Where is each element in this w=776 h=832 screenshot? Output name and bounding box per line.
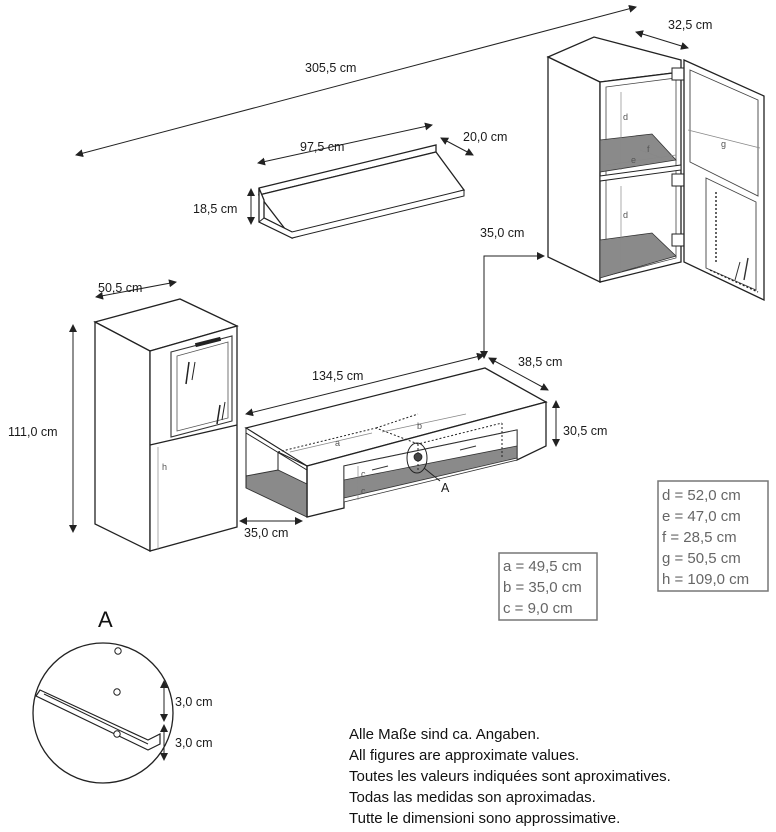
legend-h: h = 109,0 cm [662, 571, 749, 588]
legend-abc: a = 49,5 cm b = 35,0 cm c = 9,0 cm [498, 552, 598, 621]
wall-unit-depth-label: 32,5 cm [668, 18, 712, 32]
note-de: Alle Maße sind ca. Angaben. [349, 726, 540, 743]
highboard-width-label: 50,5 cm [98, 281, 142, 295]
label-f: f [647, 144, 650, 154]
detail-title: A [98, 607, 113, 632]
legend-f: f = 28,5 cm [662, 529, 737, 546]
note-es: Todas las medidas son aproximadas. [349, 789, 596, 806]
detail-dim-2: 3,0 cm [175, 736, 213, 750]
tv-depth-label: 38,5 cm [518, 355, 562, 369]
label-c-lower: c [361, 486, 366, 496]
legend-c: c = 9,0 cm [503, 600, 573, 617]
detail-dim-1: 3,0 cm [175, 695, 213, 709]
highboard-gap-label: 35,0 cm [244, 526, 288, 540]
legend-b: b = 35,0 cm [503, 579, 582, 596]
label-g: g [721, 139, 726, 149]
note-en: All figures are approximate values. [349, 747, 579, 764]
wall-unit-offset-label: 35,0 cm [480, 226, 524, 240]
detail-a: A 3,0 cm 3,0 cm [32, 607, 213, 784]
tv-lowboard: a b c c A 134,5 cm 38,5 cm 30,5 cm [244, 352, 607, 518]
overall-width-dimension: 305,5 cm [75, 4, 637, 158]
label-c-upper: c [361, 469, 366, 479]
label-b: b [417, 421, 422, 431]
highboard-height-label: 111,0 cm [8, 425, 58, 439]
legend-dh: d = 52,0 cm e = 47,0 cm f = 28,5 cm g = … [657, 480, 769, 592]
label-h: h [162, 462, 167, 472]
note-fr: Toutes les valeurs indiquées sont aproxi… [349, 768, 671, 785]
label-d-upper: d [623, 112, 628, 122]
wall-cabinet: d d e f g 32,5 cm [546, 18, 765, 302]
legend-d: d = 52,0 cm [662, 487, 741, 504]
approximation-notes: Alle Maße sind ca. Angaben. All figures … [349, 726, 671, 827]
tv-width-label: 134,5 cm [312, 369, 363, 383]
tv-height-label: 30,5 cm [563, 424, 607, 438]
overall-width-label: 305,5 cm [305, 61, 356, 75]
wall-unit-offset-dimension: 35,0 cm [480, 226, 545, 359]
note-it: Tutte le dimensioni sono approssimative. [349, 810, 620, 827]
highboard: h 50,5 cm 111,0 cm 35,0 cm [8, 279, 303, 553]
legend-e: e = 47,0 cm [662, 508, 741, 525]
wall-shelf: 97,5 cm 20,0 cm 18,5 cm [193, 122, 507, 240]
legend-g: g = 50,5 cm [662, 550, 741, 567]
legend-a: a = 49,5 cm [503, 558, 582, 575]
shelf-depth-label: 20,0 cm [463, 130, 507, 144]
label-a: a [335, 438, 340, 448]
label-d-lower: d [623, 210, 628, 220]
callout-a-label: A [441, 481, 450, 495]
shelf-width-label: 97,5 cm [300, 140, 344, 154]
shelf-height-label: 18,5 cm [193, 202, 237, 216]
label-e: e [631, 155, 636, 165]
